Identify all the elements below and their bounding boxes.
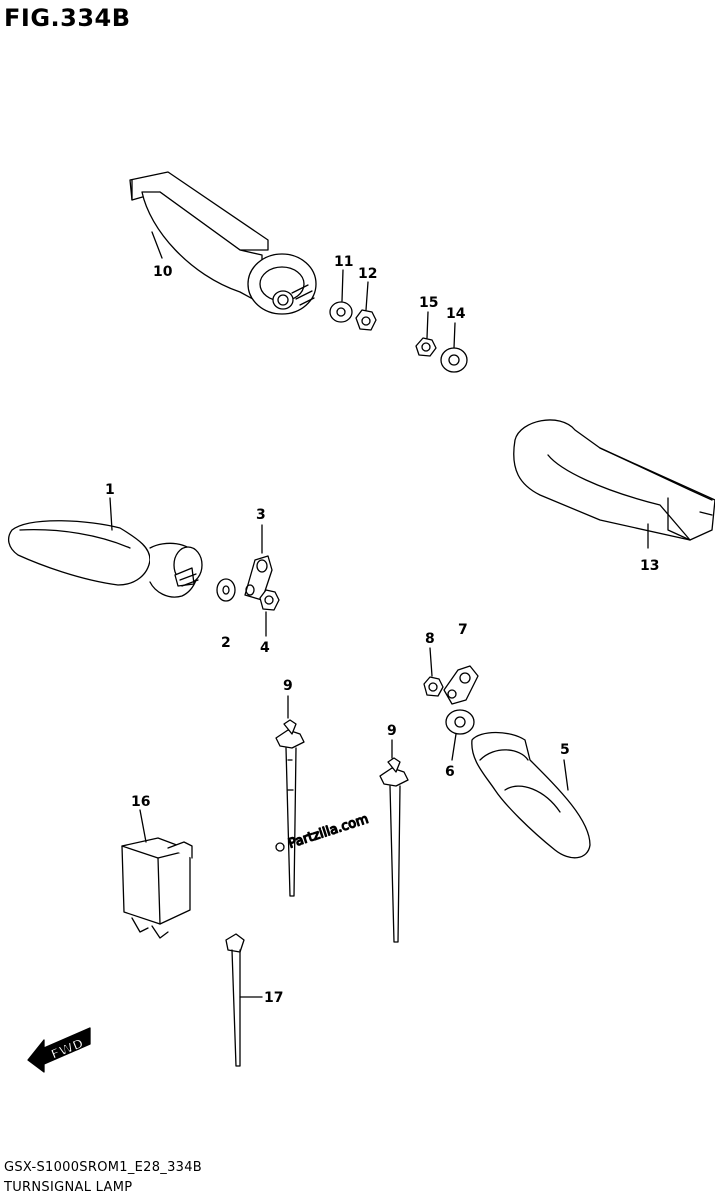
part-13-turnsignal-rear-right[interactable] <box>513 419 715 541</box>
callout-17: 17 <box>264 990 283 1006</box>
leader-12 <box>365 281 369 311</box>
callout-4: 4 <box>260 640 270 656</box>
leader-6 <box>451 733 457 761</box>
part-9-tie-clip-right[interactable] <box>379 757 409 943</box>
callout-11: 11 <box>334 254 353 270</box>
leader-8 <box>429 647 433 677</box>
part-15-nut[interactable] <box>415 337 437 357</box>
callout-9a: 9 <box>283 678 293 694</box>
fwd-arrow-icon: FWD <box>27 1027 91 1073</box>
leader-14 <box>453 322 456 349</box>
leader-5 <box>563 759 569 791</box>
callout-6: 6 <box>445 764 455 780</box>
watermark-text: Partzilla.com <box>287 812 371 852</box>
figure-code: GSX-S1000SROM1_E28_334B <box>4 1160 203 1175</box>
part-14-washer[interactable] <box>440 347 468 373</box>
part-7-bracket[interactable] <box>443 665 479 705</box>
watermark: Partzilla.com <box>275 811 371 852</box>
part-8-nut[interactable] <box>423 676 444 697</box>
part-9-tie-clip-left[interactable] <box>275 719 305 897</box>
part-2-washer[interactable] <box>216 578 236 602</box>
callout-15: 15 <box>419 295 438 311</box>
part-5-turnsignal-front-right[interactable] <box>471 731 591 859</box>
part-12-nut[interactable] <box>355 309 377 331</box>
callout-1: 1 <box>105 482 115 498</box>
callout-16: 16 <box>131 794 150 810</box>
callout-14: 14 <box>446 306 466 322</box>
callout-8: 8 <box>425 631 435 647</box>
figure-caption: TURNSIGNAL LAMP <box>4 1180 133 1195</box>
callout-3: 3 <box>256 507 266 523</box>
callout-12: 12 <box>358 266 377 282</box>
callout-10: 10 <box>153 264 173 280</box>
leader-1 <box>109 497 113 531</box>
callout-7: 7 <box>458 622 468 638</box>
part-1-turnsignal-front-left[interactable] <box>7 520 203 598</box>
callout-2: 2 <box>221 635 231 651</box>
leader-10 <box>151 231 163 259</box>
part-3-bracket[interactable] <box>244 555 273 601</box>
part-16-relay[interactable] <box>121 837 193 939</box>
leader-11 <box>341 269 344 302</box>
part-11-washer[interactable] <box>329 301 353 323</box>
callout-9b: 9 <box>387 723 397 739</box>
part-17-clamp[interactable] <box>225 933 245 1067</box>
callout-5: 5 <box>560 742 570 758</box>
leader-16 <box>139 809 147 843</box>
callout-13: 13 <box>640 558 659 574</box>
leader-15 <box>426 311 429 339</box>
part-10-turnsignal-rear-left[interactable] <box>129 171 317 315</box>
callout-labels: 10 11 12 15 14 1 3 13 2 4 8 7 9 9 5 6 16… <box>105 254 659 1006</box>
figure-title: FIG.334B <box>4 4 131 32</box>
part-6-washer[interactable] <box>445 709 475 735</box>
part-4-nut[interactable] <box>259 589 280 611</box>
